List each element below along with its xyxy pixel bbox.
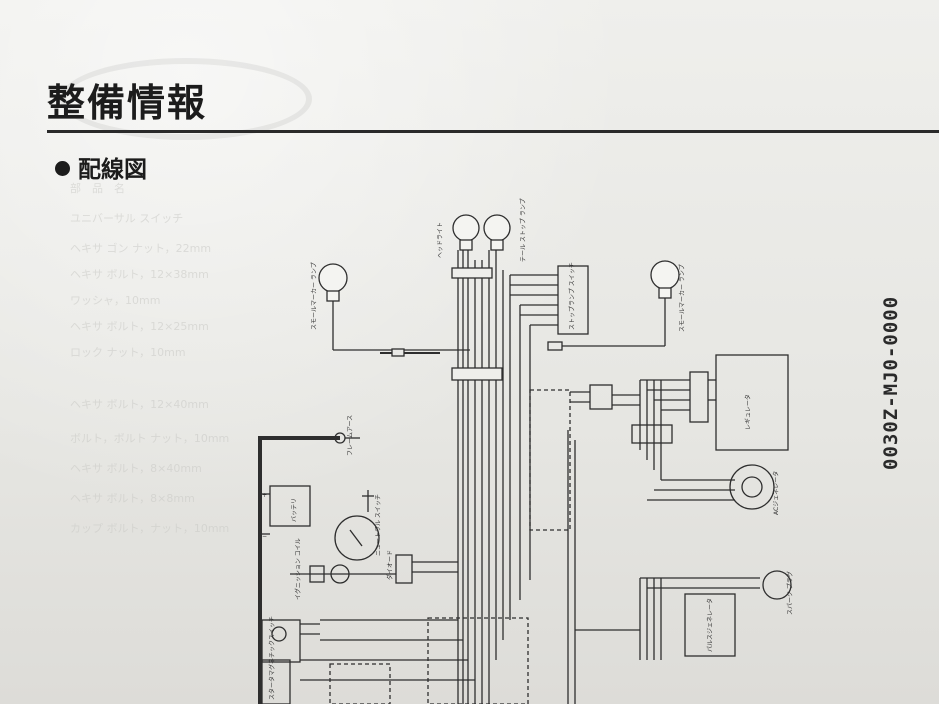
- title-divider: [47, 130, 939, 133]
- label-head-bulb: ヘッドライト: [437, 222, 444, 258]
- right-marker-bulb: [650, 260, 680, 346]
- subtitle: 配線図: [55, 150, 147, 184]
- left-marker-bulb: [318, 263, 348, 350]
- generator-symbol: [729, 464, 775, 510]
- bullet-icon: [55, 161, 70, 176]
- head-bulb: [452, 214, 480, 251]
- label-left-bulb: スモールマーカー ランプ: [311, 262, 318, 330]
- label-stop-switch: ストップランプ スイッチ: [569, 262, 576, 330]
- label-generator: ACジェネレータ: [772, 471, 780, 515]
- label-spark: スパーク プラグ: [786, 571, 794, 615]
- pulse-box: [684, 593, 736, 657]
- label-diode: ダイオード: [386, 550, 394, 580]
- label-right-bulb: スモールマーカー ランプ: [679, 264, 686, 332]
- label-battery: バッテリ: [291, 498, 298, 522]
- tail-bulb: [483, 214, 511, 251]
- honda-wing-logo: [60, 58, 312, 140]
- regulator-connector: [689, 371, 709, 423]
- stop-lamp-connector: [557, 265, 589, 335]
- fuse-symbol: [330, 564, 350, 584]
- connector-block: [631, 424, 673, 444]
- section-title: 整備情報: [47, 81, 208, 125]
- starter-relay: [261, 619, 301, 663]
- junction-connector: [589, 384, 613, 410]
- label-starter-relay: スタータマグネチックスイッチ: [268, 616, 276, 700]
- diode-block: [395, 554, 413, 584]
- label-tail-bulb: テール ストップ ランプ: [520, 198, 527, 262]
- regulator-box: [715, 354, 789, 451]
- neutral-switch: [334, 515, 380, 561]
- subtitle-text: 配線図: [78, 157, 147, 183]
- label-regulator: レギュレータ: [744, 394, 752, 430]
- label-ground: フレームアース: [347, 415, 354, 456]
- svg-text:+: +: [262, 492, 267, 499]
- pulse-generator: [762, 570, 792, 600]
- label-ignition-coil: イグニッション コイル: [294, 538, 302, 600]
- battery: [269, 485, 311, 527]
- label-neutral-switch: ニュートラル スイッチ: [375, 494, 382, 556]
- svg-text:−: −: [262, 533, 267, 540]
- label-pulse: パルスジェネレータ: [706, 598, 714, 652]
